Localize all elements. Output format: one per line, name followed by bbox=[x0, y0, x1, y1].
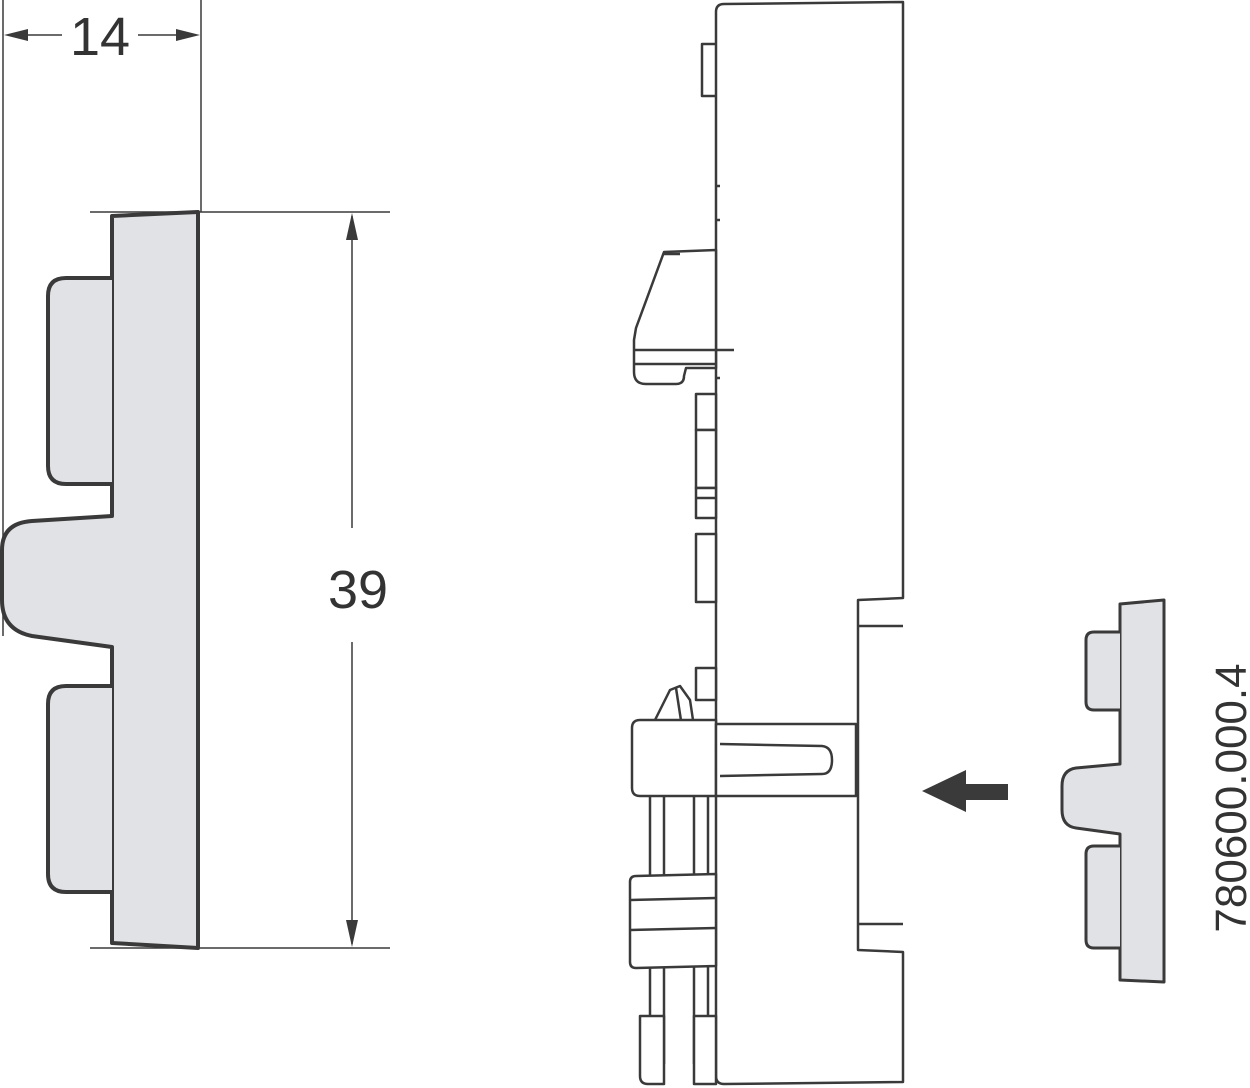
housing-connector-block bbox=[630, 718, 718, 798]
small-part-body bbox=[1060, 598, 1166, 984]
part-upper-lug bbox=[46, 276, 112, 486]
housing-bottom-foot-right bbox=[692, 1014, 718, 1086]
dimensioned-part-view: 14 39 bbox=[0, 0, 390, 950]
drawing-number: 780600.000.4 bbox=[1207, 663, 1250, 932]
height-arrow-bottom bbox=[346, 920, 358, 947]
small-part-view bbox=[1060, 598, 1166, 984]
clamp-line-1 bbox=[629, 896, 717, 902]
housing-side-block-4 bbox=[694, 532, 718, 604]
housing-side-block-1 bbox=[694, 392, 718, 432]
housing-side-block-3 bbox=[694, 486, 718, 520]
housing-side-view bbox=[628, 0, 905, 1086]
part-lower-lug bbox=[46, 684, 112, 894]
insertion-arrow-icon bbox=[922, 770, 1008, 812]
width-arrow-left bbox=[4, 29, 28, 41]
width-arrow-right bbox=[176, 29, 200, 41]
connector-slot-inner bbox=[719, 742, 834, 778]
housing-connector-slot bbox=[714, 722, 858, 798]
clamp-line-2 bbox=[629, 926, 717, 932]
housing-main-body bbox=[714, 0, 905, 1086]
width-dimension-label: 14 bbox=[70, 7, 130, 67]
small-part-upper-lug bbox=[1084, 630, 1120, 712]
housing-lower-tab bbox=[694, 666, 718, 702]
height-dimension-label: 39 bbox=[328, 560, 388, 620]
housing-side-block-2 bbox=[694, 428, 718, 490]
housing-top-tab bbox=[700, 42, 716, 98]
part-body bbox=[0, 210, 200, 950]
housing-bottom-foot-left bbox=[638, 1014, 666, 1086]
housing-lower-clamp bbox=[628, 872, 718, 970]
height-arrow-top bbox=[346, 213, 358, 240]
small-part-lower-lug bbox=[1084, 844, 1120, 950]
